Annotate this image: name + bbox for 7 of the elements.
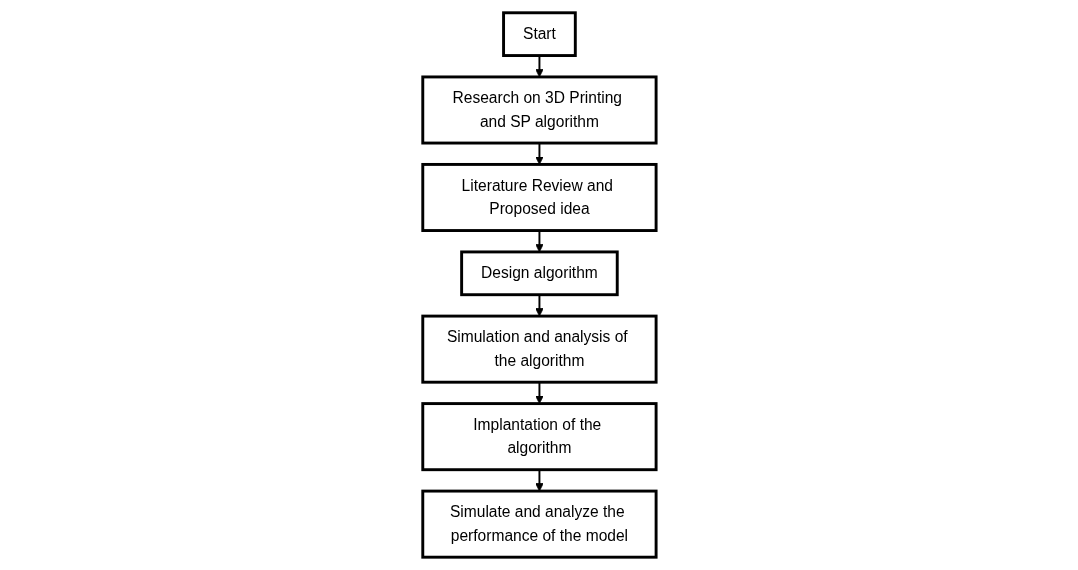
node-box: Research on 3D Printing and SP algorithm — [420, 75, 658, 145]
node-box: Start — [501, 11, 577, 58]
node-box: Design algorithm — [459, 250, 619, 297]
node-box: Literature Review and Proposed idea — [420, 163, 658, 232]
node-box: Simulation and analysis of the algorithm — [420, 314, 658, 384]
node-box: Implantation of the algorithm — [420, 402, 658, 472]
node-box: Simulate and analyze the performance of the model — [420, 489, 658, 559]
